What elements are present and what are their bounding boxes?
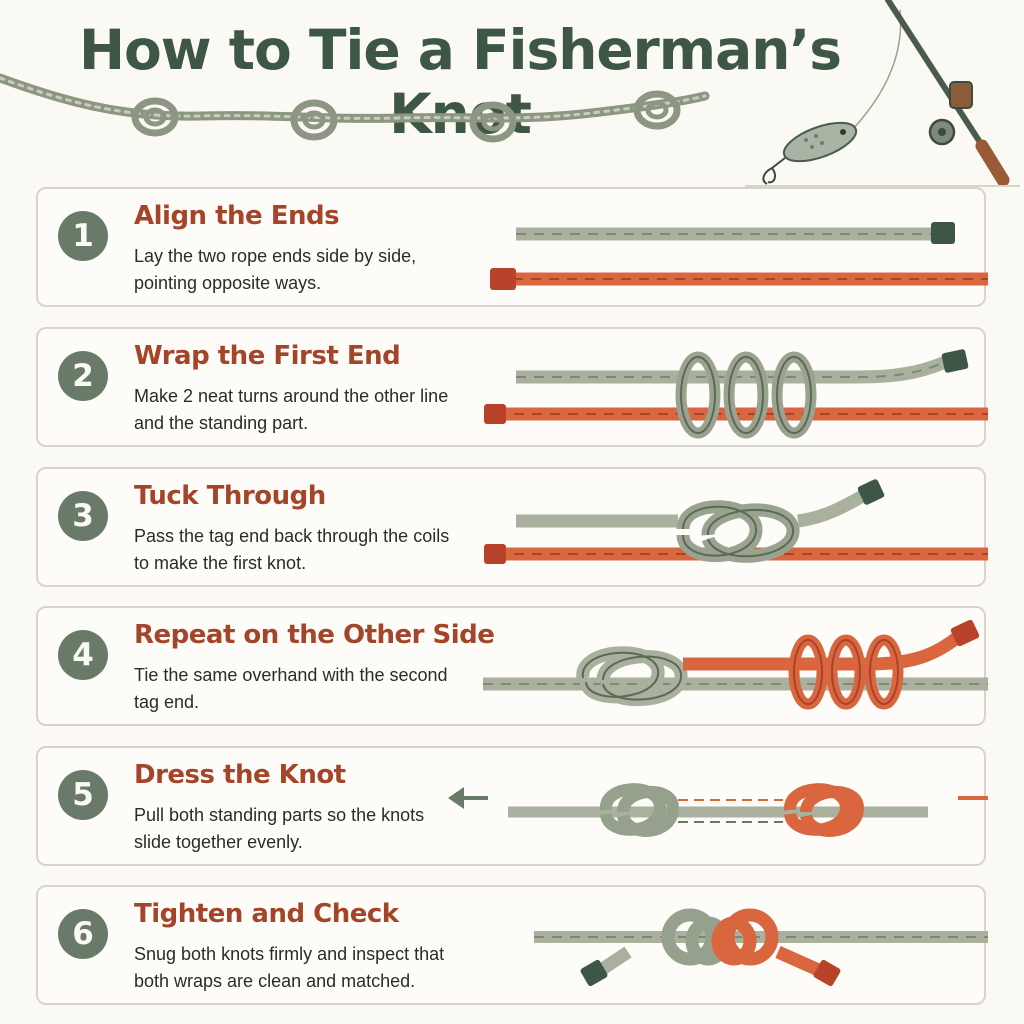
orange-rope (490, 268, 988, 290)
step-number-badge: 4 (58, 630, 108, 680)
step-card-3: 3 Tuck Through Pass the tag end back thr… (36, 467, 988, 587)
step-4-illustration (483, 619, 988, 710)
step-number-badge: 1 (58, 211, 108, 261)
step-title: Tuck Through (134, 481, 326, 511)
step-description: Lay the two rope ends side by side, poin… (134, 246, 417, 293)
page-title: How to Tie a Fisherman’s Knot (78, 18, 842, 146)
step-description: Snug both knots firmly and inspect that … (134, 944, 445, 991)
step-card-2: 2 Wrap the First End Make 2 neat turns a… (36, 327, 988, 447)
left-arrow-icon (448, 787, 488, 809)
step-number-badge: 2 (58, 351, 108, 401)
step-card-5: 5 Dress the Knot Pull both standing part… (36, 746, 988, 866)
step-title: Align the Ends (134, 201, 340, 231)
step-5-illustration (448, 783, 988, 837)
step-3-illustration (484, 479, 988, 564)
right-arrow-icon (958, 796, 988, 800)
step-card-4: 4 Repeat on the Other Side Tie the same … (36, 606, 988, 726)
rope-wraps (788, 634, 904, 710)
step-description: Pass the tag end back through the coils … (134, 526, 450, 573)
green-knot (600, 783, 680, 837)
step-number-badge: 3 (58, 491, 108, 541)
step-number-badge: 6 (58, 909, 108, 959)
step-description: Make 2 neat turns around the other line … (134, 386, 449, 433)
step-card-6: 6 Tighten and Check Snug both knots firm… (36, 885, 988, 1005)
rope-wraps (675, 351, 817, 439)
step-number-badge: 5 (58, 770, 108, 820)
step-description: Tie the same overhand with the second ta… (134, 665, 448, 712)
step-title: Repeat on the Other Side (134, 620, 495, 650)
step-1-illustration (490, 222, 988, 290)
orange-rope (484, 404, 988, 424)
step-title: Wrap the First End (134, 341, 401, 371)
green-rope (516, 349, 969, 384)
step-2-illustration (484, 349, 988, 439)
step-title: Dress the Knot (134, 760, 346, 790)
green-rope (516, 222, 955, 244)
step-title: Tighten and Check (134, 899, 399, 929)
tag-ends (580, 946, 841, 987)
step-card-1: 1 Align the Ends Lay the two rope ends s… (36, 187, 988, 307)
step-description: Pull both standing parts so the knots sl… (134, 805, 425, 852)
green-rope (516, 479, 885, 528)
orange-knot (711, 908, 779, 966)
guide-dashes (678, 799, 783, 823)
step-6-illustration (534, 908, 988, 987)
orange-knot (784, 783, 865, 837)
